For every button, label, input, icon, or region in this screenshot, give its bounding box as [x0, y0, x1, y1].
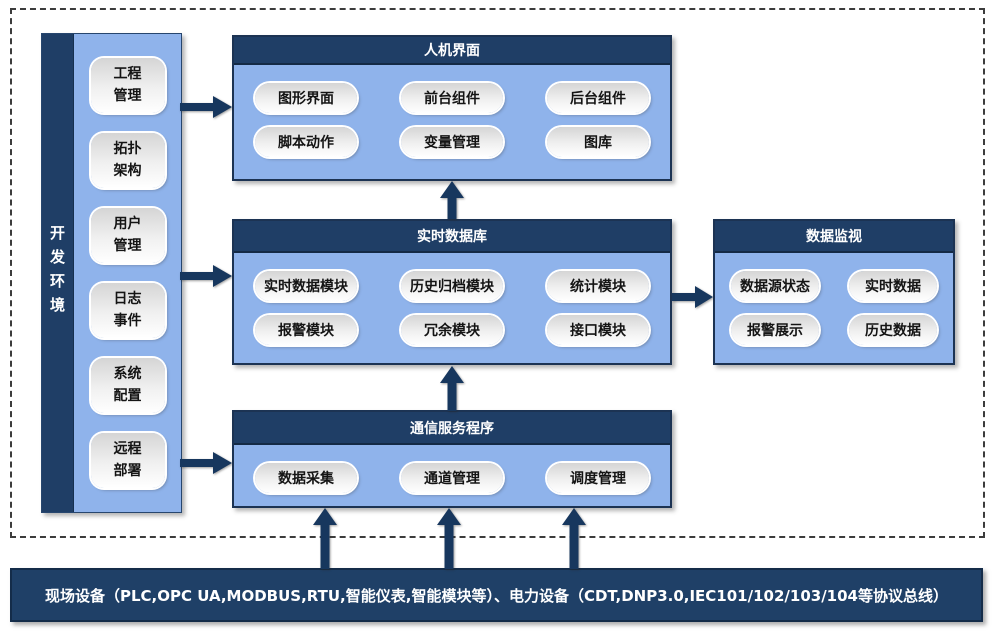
monitor-row-2: 报警展示 历史数据	[715, 315, 953, 345]
rtdb-module: 实时数据库 实时数据模块 历史归档模块 统计模块 报警模块 冗余模块 接口模块	[232, 219, 672, 365]
hmi-item-graphic-ui: 图形界面	[255, 83, 357, 113]
monitor-item-history-data: 历史数据	[849, 315, 937, 345]
dev-env-item-project: 工程 管理	[90, 58, 165, 113]
hmi-item-frontend: 前台组件	[401, 83, 503, 113]
arrow-devenv-to-rtdb	[180, 265, 232, 287]
monitor-module-title: 数据监视	[715, 221, 953, 253]
comm-module-title: 通信服务程序	[234, 412, 670, 445]
arrow-bus-to-comm-2	[437, 508, 461, 569]
dev-env-item-log: 日志 事件	[90, 283, 165, 338]
field-bus-label: 现场设备（PLC,OPC UA,MODBUS,RTU,智能仪表,智能模块等）、电…	[44, 586, 948, 605]
monitor-row-1: 数据源状态 实时数据	[715, 271, 953, 301]
rtdb-row-2: 报警模块 冗余模块 接口模块	[234, 315, 670, 345]
dev-env-title: 开发环境	[48, 225, 66, 321]
monitor-module: 数据监视 数据源状态 实时数据 报警展示 历史数据	[713, 219, 955, 365]
hmi-row-1: 图形界面 前台组件 后台组件	[234, 83, 670, 113]
comm-row-1: 数据采集 通道管理 调度管理	[234, 463, 670, 493]
dev-env-item-deploy: 远程 部署	[90, 433, 165, 488]
hmi-module-title: 人机界面	[234, 37, 670, 65]
hmi-item-script: 脚本动作	[255, 127, 357, 157]
comm-module: 通信服务程序 数据采集 通道管理 调度管理	[232, 410, 672, 508]
hmi-item-backend: 后台组件	[547, 83, 649, 113]
rtdb-module-title: 实时数据库	[234, 221, 670, 253]
arrow-devenv-to-hmi	[180, 96, 232, 118]
field-bus-bar: 现场设备（PLC,OPC UA,MODBUS,RTU,智能仪表,智能模块等）、电…	[10, 568, 983, 622]
dev-env-item-topology: 拓扑 架构	[90, 133, 165, 188]
rtdb-item-alarm: 报警模块	[255, 315, 357, 345]
dev-env-title-bar: 开发环境	[42, 34, 74, 512]
arrow-bus-to-comm-1	[313, 508, 337, 569]
rtdb-item-realtime: 实时数据模块	[255, 271, 357, 301]
arrow-devenv-to-comm	[180, 452, 232, 474]
comm-item-acquisition: 数据采集	[255, 463, 357, 493]
rtdb-item-redundancy: 冗余模块	[401, 315, 503, 345]
comm-item-channel: 通道管理	[401, 463, 503, 493]
rtdb-row-1: 实时数据模块 历史归档模块 统计模块	[234, 271, 670, 301]
monitor-item-realtime-data: 实时数据	[849, 271, 937, 301]
dev-env-item-list: 工程 管理 拓扑 架构 用户 管理 日志 事件 系统 配置 远程 部署	[74, 34, 181, 512]
rtdb-item-interface: 接口模块	[547, 315, 649, 345]
hmi-item-variable: 变量管理	[401, 127, 503, 157]
dev-env-panel: 开发环境 工程 管理 拓扑 架构 用户 管理 日志 事件 系统 配置 远程 部署	[41, 33, 182, 513]
arrow-rtdb-to-hmi	[440, 181, 464, 219]
arrow-bus-to-comm-3	[562, 508, 586, 569]
arrow-rtdb-to-monitor	[672, 286, 713, 308]
rtdb-item-archive: 历史归档模块	[401, 271, 503, 301]
hmi-module: 人机界面 图形界面 前台组件 后台组件 脚本动作 变量管理 图库	[232, 35, 672, 181]
arrow-comm-to-rtdb	[440, 366, 464, 411]
dev-env-item-user: 用户 管理	[90, 208, 165, 263]
rtdb-item-statistics: 统计模块	[547, 271, 649, 301]
dev-env-item-config: 系统 配置	[90, 358, 165, 413]
hmi-item-gallery: 图库	[547, 127, 649, 157]
comm-item-dispatch: 调度管理	[547, 463, 649, 493]
monitor-item-alarm-display: 报警展示	[731, 315, 819, 345]
platform-boundary-frame	[10, 8, 985, 538]
monitor-item-source-status: 数据源状态	[731, 271, 819, 301]
hmi-row-2: 脚本动作 变量管理 图库	[234, 127, 670, 157]
